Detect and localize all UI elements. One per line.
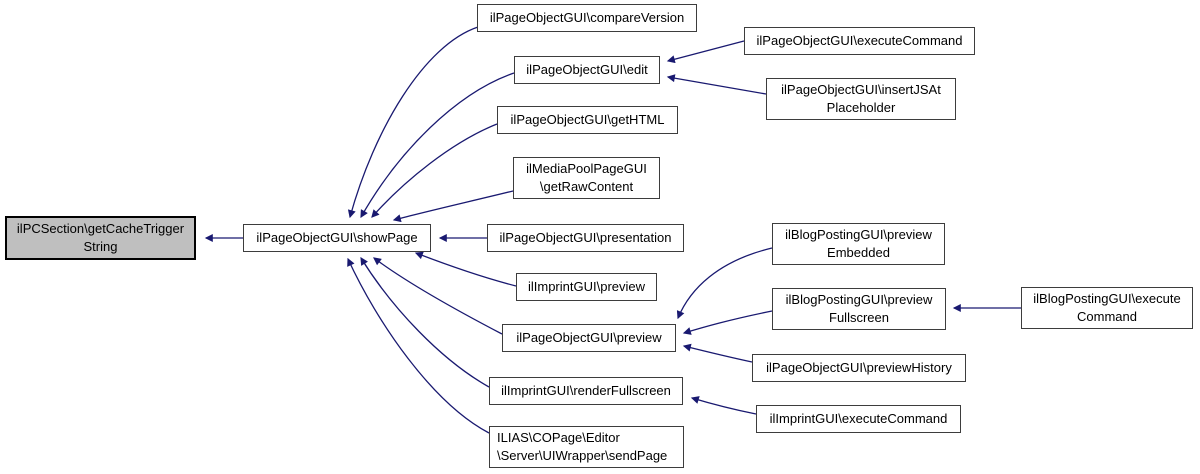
edge-executeCommand-to-edit bbox=[666, 40, 745, 64]
edge-previewEmbedded-to-preview bbox=[676, 247, 773, 320]
node-ilPageObjectGUI-preview[interactable]: ilPageObjectGUI\preview bbox=[502, 324, 676, 352]
edge-compareVersion-to-showPage bbox=[347, 26, 479, 219]
node-ilPCSection-getCacheTriggerString: ilPCSection\getCacheTrigger String bbox=[5, 216, 196, 260]
node-ilImprintGUI-renderFullscreen[interactable]: ilImprintGUI\renderFullscreen bbox=[489, 377, 683, 405]
node-ilImprintGUI-preview[interactable]: ilImprintGUI\preview bbox=[516, 273, 657, 301]
edge-edit-to-showPage bbox=[360, 72, 515, 219]
edge-getHTML-to-showPage bbox=[371, 123, 498, 218]
node-ilPageObjectGUI-insertJSAtPlaceholder[interactable]: ilPageObjectGUI\insertJSAt Placeholder bbox=[766, 78, 956, 120]
node-ILIAS-COPage-Editor-Server-UIWrapper-sendPage[interactable]: ILIAS\COPage\Editor \Server\UIWrapper\se… bbox=[489, 426, 684, 468]
edge-ilPageObjectGUI-preview-to-showPage bbox=[373, 257, 503, 335]
edge-renderFullscreen-to-showPage bbox=[360, 256, 490, 388]
edge-getRawContent-to-showPage bbox=[392, 190, 514, 223]
node-ilImprintGUI-executeCommand[interactable]: ilImprintGUI\executeCommand bbox=[756, 405, 961, 433]
node-ilPageObjectGUI-compareVersion[interactable]: ilPageObjectGUI\compareVersion bbox=[477, 4, 697, 32]
node-ilPageObjectGUI-executeCommand[interactable]: ilPageObjectGUI\executeCommand bbox=[744, 27, 975, 55]
node-ilPageObjectGUI-edit[interactable]: ilPageObjectGUI\edit bbox=[514, 56, 660, 84]
node-ilMediaPoolPageGUI-getRawContent[interactable]: ilMediaPoolPageGUI \getRawContent bbox=[513, 157, 660, 199]
edge-previewFullscreen-to-preview bbox=[682, 310, 773, 335]
edge-imprintExecuteCommand-to-renderFullscreen bbox=[690, 396, 757, 415]
node-ilPageObjectGUI-presentation[interactable]: ilPageObjectGUI\presentation bbox=[487, 224, 684, 252]
node-ilBlogPostingGUI-executeCommand[interactable]: ilBlogPostingGUI\execute Command bbox=[1021, 287, 1193, 329]
node-ilBlogPostingGUI-previewEmbedded[interactable]: ilBlogPostingGUI\preview Embedded bbox=[772, 223, 945, 265]
node-ilPageObjectGUI-showPage[interactable]: ilPageObjectGUI\showPage bbox=[243, 224, 431, 252]
node-ilPageObjectGUI-getHTML[interactable]: ilPageObjectGUI\getHTML bbox=[497, 106, 678, 134]
edge-insertJSAtPlaceholder-to-edit bbox=[666, 74, 767, 95]
edge-sendPage-to-showPage bbox=[347, 257, 490, 434]
node-ilPageObjectGUI-previewHistory[interactable]: ilPageObjectGUI\previewHistory bbox=[752, 354, 966, 382]
edge-ilImprintGUI-preview-to-showPage bbox=[414, 251, 517, 287]
edge-previewHistory-to-preview bbox=[682, 343, 753, 363]
node-ilBlogPostingGUI-previewFullscreen[interactable]: ilBlogPostingGUI\preview Fullscreen bbox=[772, 288, 946, 330]
